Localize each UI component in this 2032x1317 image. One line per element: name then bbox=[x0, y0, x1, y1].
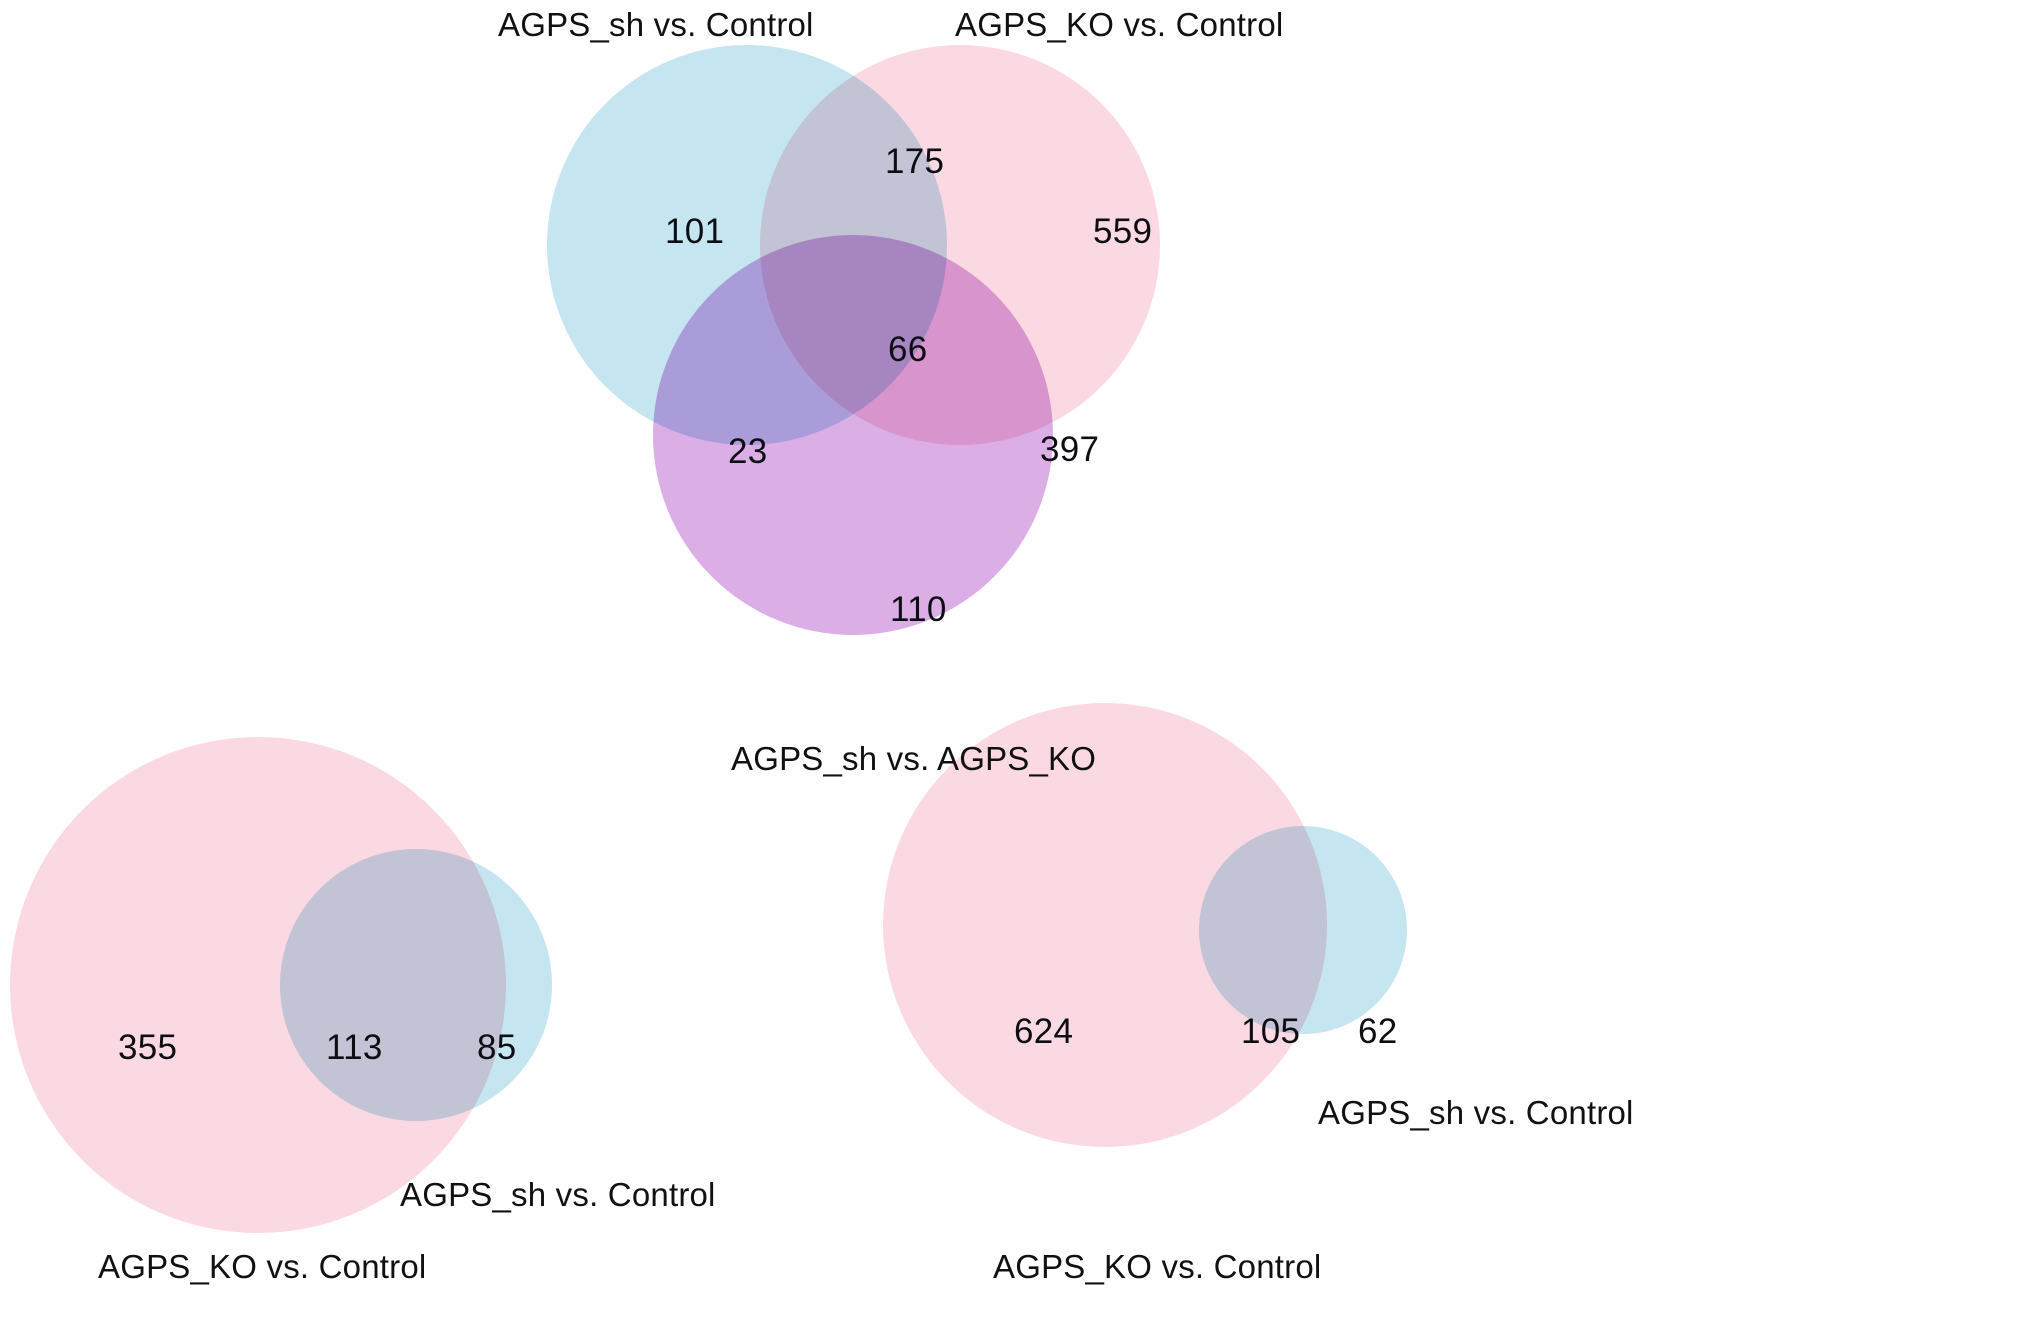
top-count-all-three: 66 bbox=[888, 330, 928, 369]
br-circle-agps-sh-vs-control bbox=[1199, 826, 1407, 1034]
top-count-agps-ko-only: 559 bbox=[1093, 212, 1153, 251]
br-label-agps-ko-vs-control: AGPS_KO vs. Control bbox=[993, 1248, 1322, 1285]
top-venn-circles bbox=[547, 45, 1160, 635]
bl-count-agps-sh-only: 85 bbox=[477, 1028, 517, 1067]
bottom-left-venn-circles bbox=[10, 737, 552, 1233]
top-label-agps-sh-vs-agps-ko: AGPS_sh vs. AGPS_KO bbox=[731, 740, 1097, 777]
top-count-sh-and-shko: 23 bbox=[728, 432, 768, 471]
br-circle-agps-ko-vs-control bbox=[883, 703, 1327, 1147]
bl-circle-agps-sh-vs-control bbox=[280, 849, 552, 1121]
bl-label-agps-ko-vs-control: AGPS_KO vs. Control bbox=[98, 1248, 427, 1285]
br-label-agps-sh-vs-control: AGPS_sh vs. Control bbox=[1318, 1094, 1634, 1131]
top-circle-agps-sh-vs-agps-ko bbox=[653, 235, 1053, 635]
bl-label-agps-sh-vs-control: AGPS_sh vs. Control bbox=[400, 1176, 716, 1213]
bottom-right-venn-circles bbox=[883, 703, 1407, 1147]
br-count-intersection: 105 bbox=[1241, 1012, 1301, 1051]
top-label-agps-ko-vs-control: AGPS_KO vs. Control bbox=[955, 6, 1284, 43]
top-count-ko-and-shko: 397 bbox=[1040, 430, 1100, 469]
top-count-shko-only: 110 bbox=[890, 590, 947, 629]
bl-count-intersection: 113 bbox=[326, 1028, 383, 1067]
br-count-agps-ko-only: 624 bbox=[1014, 1012, 1074, 1051]
bl-count-agps-ko-only: 355 bbox=[118, 1028, 178, 1067]
top-count-agps-sh-only: 101 bbox=[665, 212, 725, 251]
top-label-agps-sh-vs-control: AGPS_sh vs. Control bbox=[498, 6, 814, 43]
br-count-agps-sh-only: 62 bbox=[1358, 1012, 1398, 1051]
top-count-sh-and-ko-control: 175 bbox=[885, 142, 945, 181]
